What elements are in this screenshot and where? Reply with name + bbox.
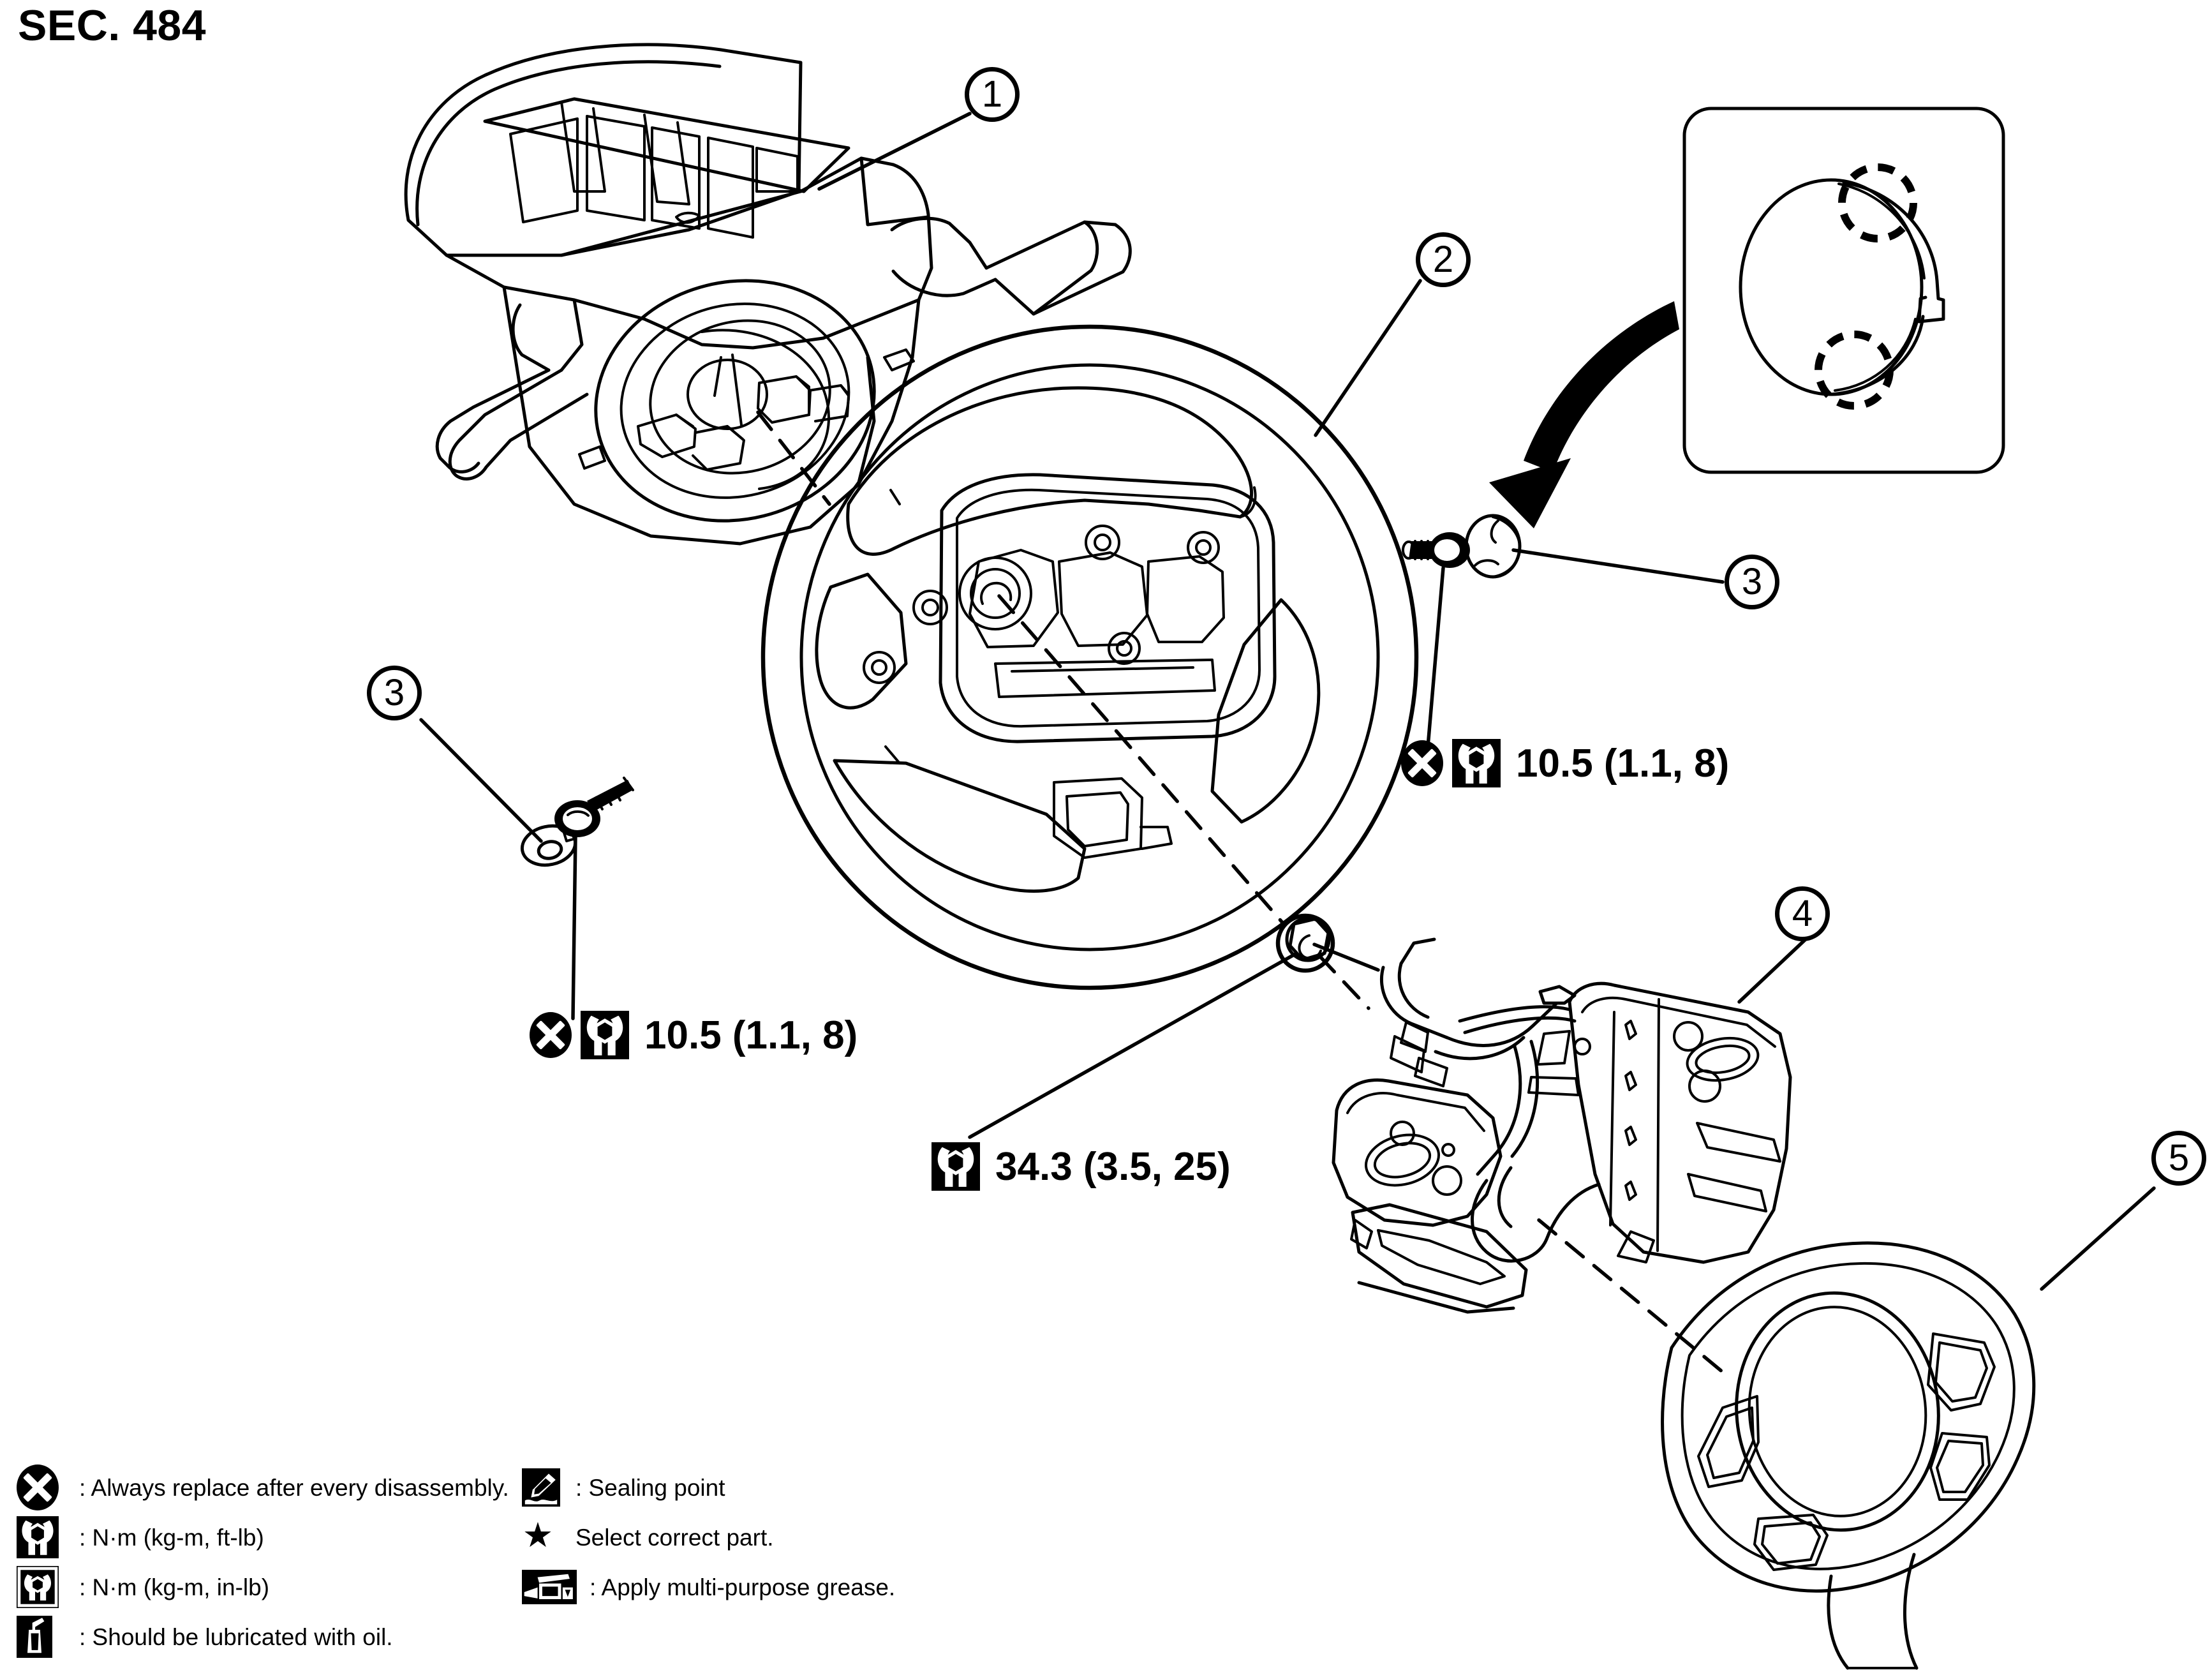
part-screw-washer-left	[520, 777, 634, 867]
callout-5-center-trim[interactable]: 5	[2151, 1131, 2206, 1186]
torque-spec-left: 10.5 (1.1, 8)	[530, 1011, 857, 1059]
star-icon-slot: ★	[522, 1516, 569, 1554]
legend-text-select-correct-part: Select correct part.	[575, 1524, 774, 1551]
callout-3-screw-left[interactable]: 3	[367, 666, 422, 720]
legend-text-lubricate-oil: : Should be lubricated with oil.	[79, 1623, 393, 1650]
torque-value-right: 10.5 (1.1, 8)	[1516, 741, 1730, 786]
wrench-nm-ftlb-icon	[581, 1011, 629, 1059]
legend-text-sealing-point: : Sealing point	[575, 1474, 725, 1501]
legend-row-sealing-point: : Sealing point	[522, 1468, 895, 1507]
inset-detail-box	[1682, 107, 2005, 474]
leader-line-torque-center	[968, 951, 1298, 1139]
grease-icon	[522, 1570, 577, 1604]
callout-3-screw-right[interactable]: 3	[1725, 555, 1779, 609]
torque-spec-right: 10.5 (1.1, 8)	[1401, 739, 1729, 787]
wrench-nm-inlb-icon	[17, 1566, 59, 1608]
callout-4-switch-assembly[interactable]: 4	[1775, 886, 1830, 941]
legend-row-always-replace: : Always replace after every disassembly…	[17, 1465, 509, 1510]
legend-text-nm-ftlb: : N·m (kg-m, ft-lb)	[79, 1524, 264, 1551]
page-title: SEC. 484	[18, 1, 207, 50]
legend-row-lubricate-oil: : Should be lubricated with oil.	[17, 1616, 509, 1658]
part-center-trim-garnish	[1661, 1241, 2036, 1670]
legend-row-select-correct-part: ★ Select correct part.	[522, 1517, 895, 1557]
part-steering-wheel-switches	[1332, 937, 1792, 1314]
leader-line-harness-nut	[1312, 943, 1380, 972]
wrench-nm-inlb-icon-slot	[17, 1566, 73, 1608]
legend-right-column: : Sealing point ★ Select correct part.	[522, 1468, 895, 1617]
torque-value-left: 10.5 (1.1, 8)	[644, 1013, 858, 1057]
sealing-point-icon	[522, 1468, 560, 1507]
wrench-nm-ftlb-icon	[17, 1516, 59, 1558]
leader-line-4	[1737, 937, 1807, 1004]
legend-row-nm-inlb: : N·m (kg-m, in-lb)	[17, 1566, 509, 1608]
always-replace-icon	[530, 1012, 572, 1058]
torque-value-center: 34.3 (3.5, 25)	[995, 1144, 1231, 1189]
part-steering-wheel	[761, 324, 1419, 990]
leader-line-torque-left	[571, 834, 577, 1020]
always-replace-icon-slot	[17, 1465, 73, 1510]
legend-left-column: : Always replace after every disassembly…	[17, 1465, 509, 1667]
assembly-axis-wheel-to-nut	[997, 594, 1286, 926]
part-spiral-cable-assembly	[404, 43, 1132, 546]
callout-2-steering-wheel[interactable]: 2	[1416, 232, 1471, 287]
assembly-axis-nut-to-switch	[1318, 954, 1370, 1010]
sealing-point-icon-slot	[522, 1468, 569, 1507]
oil-can-icon-slot	[17, 1616, 73, 1658]
legend-text-multi-purpose-grease: : Apply multi-purpose grease.	[590, 1574, 896, 1600]
torque-spec-center: 34.3 (3.5, 25)	[932, 1142, 1231, 1191]
legend-row-nm-ftlb: : N·m (kg-m, ft-lb)	[17, 1516, 509, 1558]
star-icon: ★	[522, 1516, 554, 1554]
assembly-axis-switch-to-trim	[1537, 1218, 1725, 1374]
inset-pointer-arrow	[1489, 301, 1679, 528]
legend-text-nm-inlb: : N·m (kg-m, in-lb)	[79, 1574, 270, 1600]
assembly-axis-spiral-to-wheel	[756, 410, 831, 506]
wrench-nm-ftlb-icon-slot	[17, 1516, 73, 1558]
part-screw-washer-right	[1402, 514, 1522, 579]
legend-text-always-replace: : Always replace after every disassembly…	[79, 1474, 509, 1501]
part-steering-wheel-nut	[1275, 913, 1335, 973]
leader-line-torque-right	[1426, 566, 1445, 749]
wrench-nm-ftlb-icon	[1452, 739, 1501, 787]
leader-line-5	[2040, 1186, 2156, 1291]
always-replace-icon	[1401, 740, 1443, 786]
grease-icon-slot	[522, 1570, 583, 1604]
leader-line-1	[817, 112, 972, 191]
always-replace-icon	[17, 1465, 59, 1510]
oil-can-icon	[17, 1616, 52, 1658]
leader-line-2	[1314, 279, 1422, 437]
legend-row-multi-purpose-grease: : Apply multi-purpose grease.	[522, 1567, 895, 1607]
callout-1-spiral-cable[interactable]: 1	[965, 67, 1020, 122]
leader-line-3-left	[419, 718, 543, 843]
leader-line-3-right	[1511, 548, 1725, 584]
wrench-nm-ftlb-icon	[932, 1142, 980, 1191]
